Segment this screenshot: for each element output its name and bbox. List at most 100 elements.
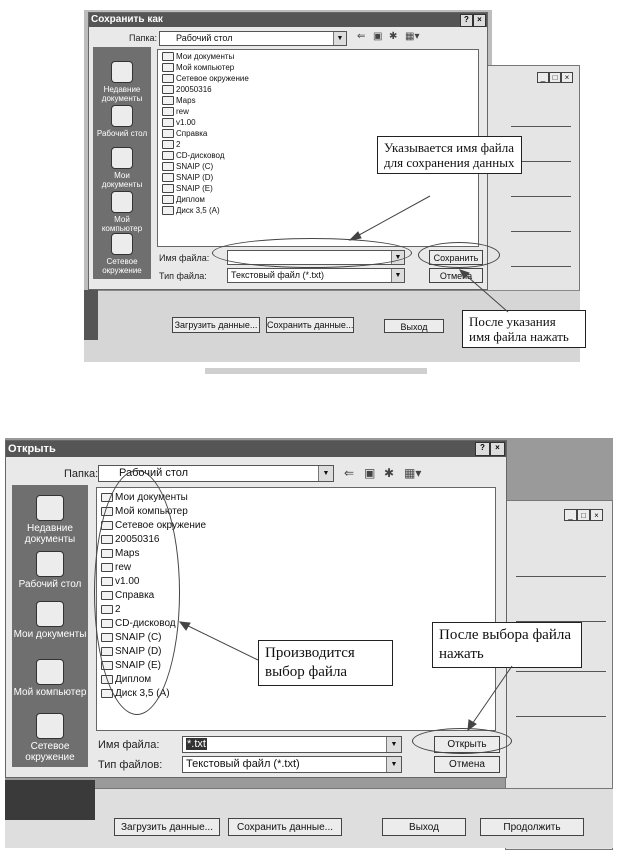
close-button[interactable]: × <box>590 509 603 521</box>
folder-select[interactable]: Рабочий стол ▼ <box>159 31 347 46</box>
close-button[interactable]: × <box>561 72 573 83</box>
list-item[interactable]: 2 <box>162 140 180 150</box>
filename-input[interactable]: *.txt ▼ <box>182 736 402 753</box>
list-item[interactable]: v1.00 <box>162 118 196 128</box>
filename-label: Имя файла: <box>159 253 210 263</box>
load-data-button[interactable]: Загрузить данные... <box>114 818 220 836</box>
folder-icon <box>162 107 174 117</box>
list-item[interactable]: Maps <box>162 96 196 106</box>
maximize-button[interactable]: □ <box>577 509 590 521</box>
drive-icon <box>162 162 174 172</box>
file-icon <box>162 140 174 150</box>
list-item[interactable]: Справка <box>162 129 207 139</box>
drive-icon <box>162 173 174 183</box>
list-item[interactable]: Диплом <box>162 195 205 205</box>
list-item[interactable]: SNAIP (D) <box>162 173 213 183</box>
network-icon <box>111 233 133 255</box>
list-item[interactable]: Мои документы <box>162 52 234 62</box>
folder-icon <box>162 195 174 205</box>
folder-icon <box>162 52 174 62</box>
folder-value: Рабочий стол <box>176 33 233 43</box>
dialog-title: Открыть <box>8 443 56 455</box>
place-desktop[interactable]: Рабочий стол <box>12 551 88 590</box>
side-strip <box>5 780 95 820</box>
save-dialog-title-bar: Сохранить как ? × <box>89 13 487 27</box>
close-button[interactable]: × <box>490 442 505 456</box>
save-data-button[interactable]: Сохранить данные... <box>266 317 354 333</box>
list-item[interactable]: rew <box>162 107 189 117</box>
my-computer-icon <box>36 659 64 685</box>
folder-icon <box>162 96 174 106</box>
save-data-button[interactable]: Сохранить данные... <box>228 818 342 836</box>
filetype-select[interactable]: Текстовый файл (*.txt) ▼ <box>182 756 402 773</box>
list-item[interactable]: CD-дисковод <box>162 151 225 161</box>
floppy-icon <box>162 206 174 216</box>
place-recent[interactable]: Недавние документы <box>12 495 88 545</box>
list-item[interactable]: Мой компьютер <box>162 63 234 73</box>
divider <box>511 196 571 197</box>
maximize-button[interactable]: □ <box>549 72 561 83</box>
my-documents-icon <box>111 147 133 169</box>
drive-icon <box>162 184 174 194</box>
filename-label: Имя файла: <box>98 739 160 751</box>
back-icon[interactable]: ⇐ <box>344 466 355 480</box>
exit-button[interactable]: Выход <box>382 818 466 836</box>
my-computer-icon <box>111 191 133 213</box>
place-desktop[interactable]: Рабочий стол <box>93 105 151 138</box>
file-list-highlight <box>94 470 180 715</box>
view-menu-icon[interactable]: ▦▾ <box>404 466 422 480</box>
cancel-button[interactable]: Отмена <box>434 756 500 773</box>
place-my-documents[interactable]: Мои документы <box>12 601 88 640</box>
folder-icon <box>162 85 174 95</box>
network-icon <box>36 713 64 739</box>
place-network[interactable]: Сетевое окружение <box>12 713 88 763</box>
divider <box>511 266 571 267</box>
places-bar: Недавние документы Рабочий стол Мои доку… <box>93 47 151 279</box>
place-my-computer[interactable]: Мой компьютер <box>93 191 151 233</box>
cancel-button[interactable]: Отмена <box>429 268 483 283</box>
filename-highlight <box>212 238 412 268</box>
recent-docs-icon <box>36 495 64 521</box>
chevron-down-icon: ▼ <box>333 32 346 45</box>
help-button[interactable]: ? <box>460 14 473 27</box>
network-icon <box>162 74 174 84</box>
divider <box>511 126 571 127</box>
exit-button[interactable]: Выход <box>384 319 444 333</box>
chevron-down-icon: ▼ <box>318 466 333 481</box>
load-data-button[interactable]: Загрузить данные... <box>172 317 260 333</box>
new-folder-icon[interactable]: ✱ <box>389 31 398 42</box>
new-folder-icon[interactable]: ✱ <box>384 466 395 480</box>
place-my-computer[interactable]: Мой компьютер <box>12 659 88 698</box>
list-item[interactable]: 20050316 <box>162 85 212 95</box>
view-menu-icon[interactable]: ▦▾ <box>405 31 420 42</box>
folder-label: Папка: <box>129 33 157 43</box>
list-item[interactable]: SNAIP (E) <box>162 184 213 194</box>
place-my-documents[interactable]: Мои документы <box>93 147 151 189</box>
filetype-select[interactable]: Текстовый файл (*.txt) ▼ <box>227 268 405 283</box>
computer-icon <box>162 63 174 73</box>
back-icon[interactable]: ⇐ <box>357 31 366 42</box>
help-button[interactable]: ? <box>475 442 490 456</box>
minimize-button[interactable]: _ <box>564 509 577 521</box>
divider <box>516 671 606 672</box>
chevron-down-icon: ▼ <box>391 269 404 282</box>
folder-label: Папка: <box>64 468 99 480</box>
place-recent[interactable]: Недавние документы <box>93 61 151 103</box>
save-note: После указания имя файла нажать <box>462 310 586 348</box>
minimize-button[interactable]: _ <box>537 72 549 83</box>
close-button[interactable]: × <box>473 14 486 27</box>
filename-note: Указывается имя файла для сохранения дан… <box>377 136 522 174</box>
open-dialog: Открыть ? × Папка: Рабочий стол ▼ ⇐ ▣ ✱ … <box>5 440 507 778</box>
up-folder-icon[interactable]: ▣ <box>364 466 376 480</box>
list-item[interactable]: SNAIP (C) <box>162 162 213 172</box>
list-item[interactable]: Диск 3,5 (A) <box>162 206 220 216</box>
desktop-icon <box>36 551 64 577</box>
recent-docs-icon <box>111 61 133 83</box>
divider <box>516 621 606 622</box>
up-folder-icon[interactable]: ▣ <box>373 31 383 42</box>
place-network[interactable]: Сетевое окружение <box>93 233 151 275</box>
open-note: После выбора файла нажать <box>432 622 582 668</box>
list-item[interactable]: Сетевое окружение <box>162 74 249 84</box>
dialog-title: Сохранить как <box>91 14 163 25</box>
continue-button[interactable]: Продолжить <box>480 818 584 836</box>
